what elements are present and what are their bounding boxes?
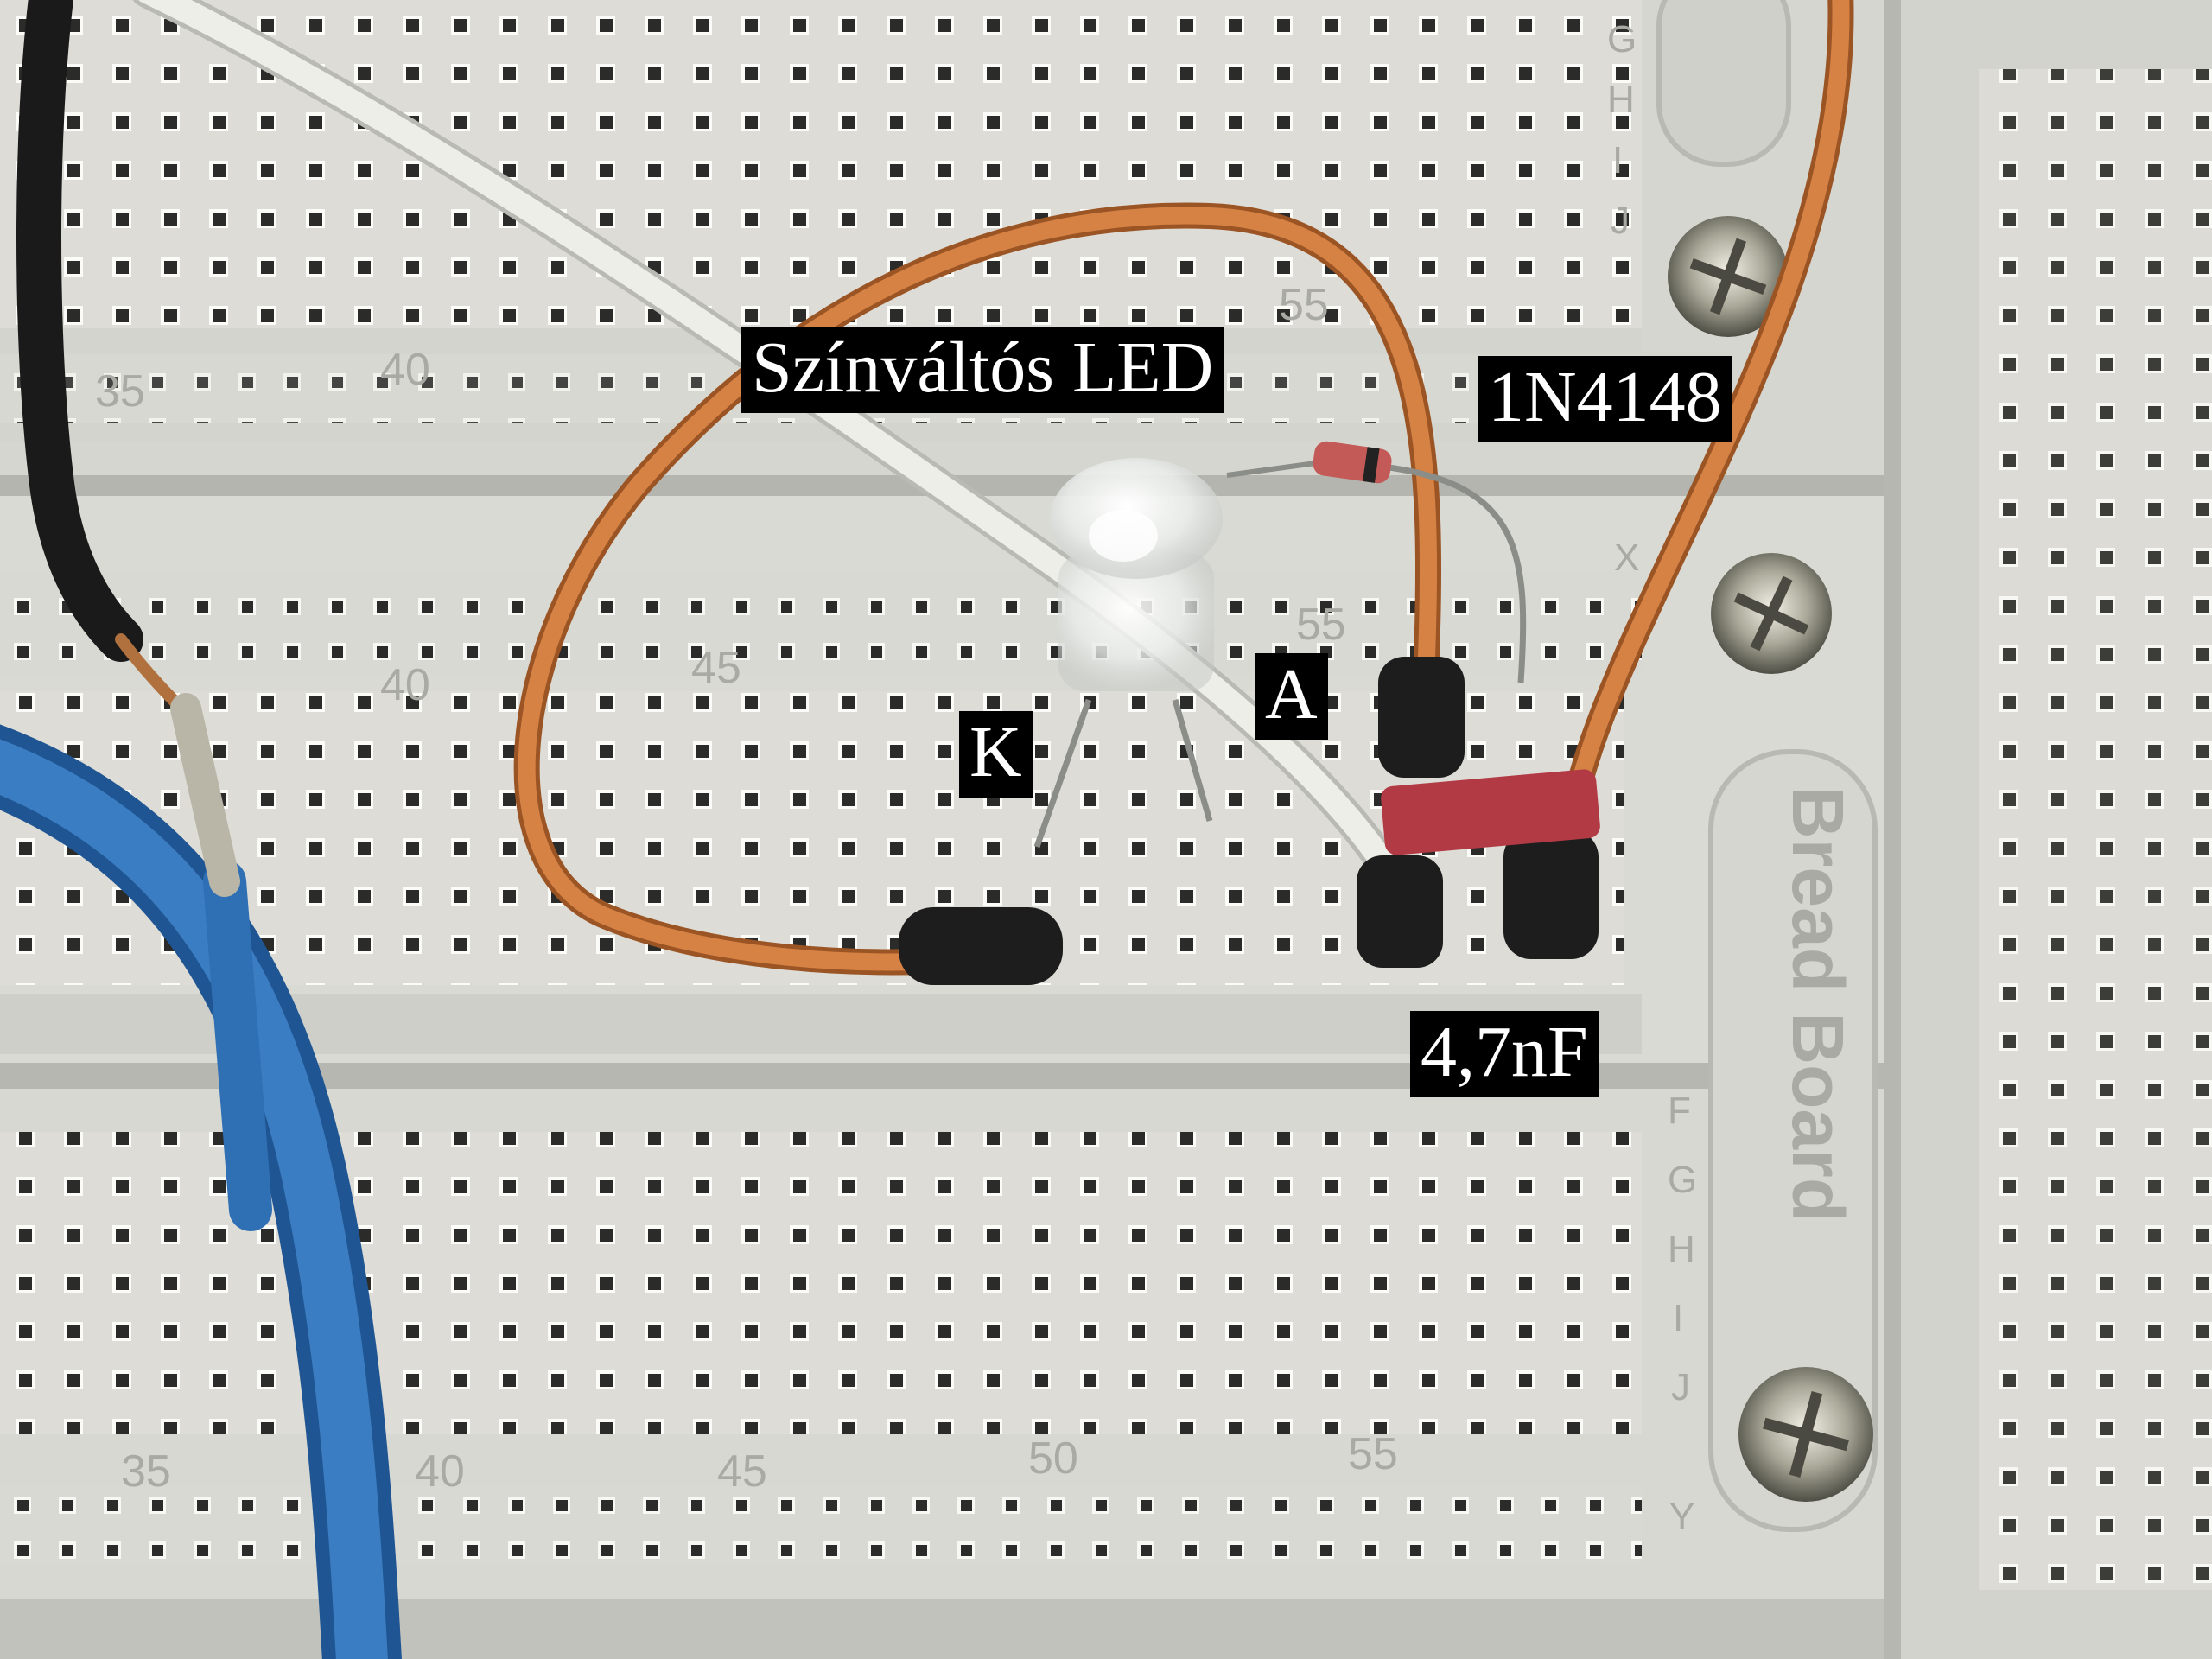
column-number: 45 <box>717 1446 767 1497</box>
row-letter: H <box>1607 79 1635 121</box>
column-numbers-upper: 35 40 55 <box>95 280 1329 416</box>
row-letter: H <box>1668 1228 1695 1270</box>
column-number: 40 <box>380 345 430 395</box>
right-edge-board <box>1884 0 2212 1659</box>
column-number: 55 <box>1279 280 1329 330</box>
screw-top <box>1668 216 1789 337</box>
logo-plate-lower: Bread Board <box>1708 749 1878 1532</box>
wire-plug <box>1357 855 1443 968</box>
row-letter: X <box>1614 537 1639 579</box>
column-number: 40 <box>415 1446 465 1497</box>
anode-label: A <box>1255 653 1328 740</box>
blue-wire <box>0 693 402 1659</box>
column-number: 55 <box>1348 1429 1398 1479</box>
row-letter: G <box>1668 1159 1697 1201</box>
cathode-label: K <box>959 711 1033 798</box>
wire-plug <box>1503 830 1599 959</box>
led-label: Színváltós LED <box>741 327 1224 413</box>
orange-wire-loop <box>513 202 1441 976</box>
column-number: 40 <box>380 660 430 710</box>
column-number: 45 <box>691 643 741 693</box>
brand-text: Bread Board <box>1777 786 1859 1222</box>
row-letter: I <box>1612 139 1623 181</box>
row-letter: J <box>1611 200 1630 242</box>
row-letter: Y <box>1669 1496 1694 1538</box>
column-number: 35 <box>121 1446 171 1497</box>
logo-plate-upper <box>1656 0 1791 167</box>
led <box>1033 458 1223 849</box>
column-number: 50 <box>1028 1433 1078 1484</box>
column-numbers-middle: 40 45 55 <box>380 600 1346 710</box>
wire-plug <box>899 907 1063 985</box>
screw-middle <box>1711 553 1832 674</box>
wire-plug <box>1378 657 1465 778</box>
screw-bottom <box>1738 1367 1873 1502</box>
column-number: 55 <box>1296 600 1346 650</box>
wire-plugs <box>899 657 1599 985</box>
row-letter: J <box>1671 1366 1690 1408</box>
diode-label: 1N4148 <box>1478 356 1732 442</box>
row-letter: G <box>1607 18 1637 60</box>
column-number: 35 <box>95 366 145 416</box>
diode <box>1226 441 1527 683</box>
row-letters-lower: F G H I J Y <box>1668 1090 1697 1538</box>
row-letters-upper: G H I J X <box>1607 18 1639 579</box>
white-wire <box>132 0 1416 906</box>
capacitor-label: 4,7nF <box>1410 1011 1599 1097</box>
row-letter: I <box>1673 1297 1683 1339</box>
row-letter: F <box>1668 1090 1691 1132</box>
capacitor <box>1381 769 1600 855</box>
column-numbers-lower: 35 40 45 50 55 <box>121 1429 1398 1497</box>
